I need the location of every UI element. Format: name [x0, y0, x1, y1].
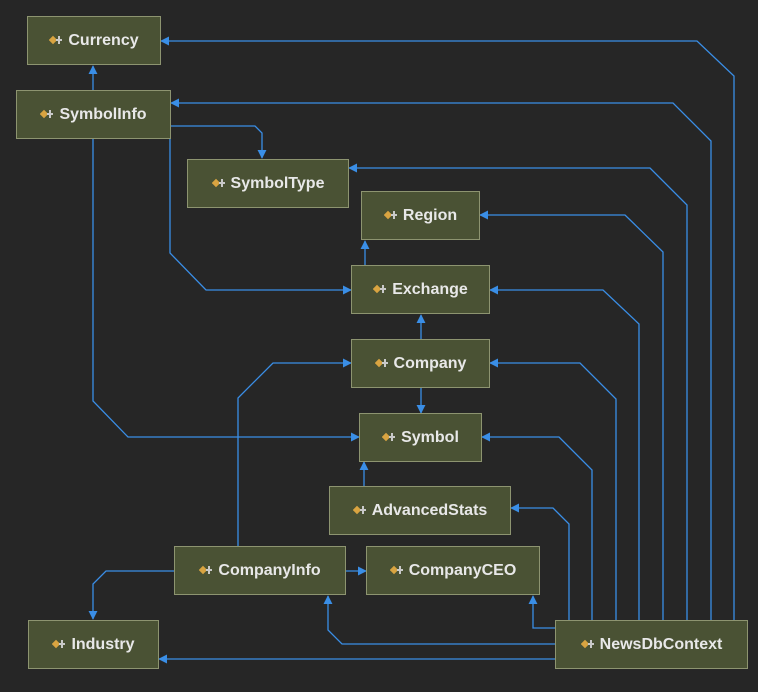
- node-company[interactable]: Company: [351, 339, 490, 388]
- class-icon: [49, 35, 63, 44]
- edge-news-symbolinfo: [170, 98, 712, 620]
- node-label: Company: [393, 354, 467, 372]
- edge-news-exchange: [489, 285, 640, 620]
- node-label: CompanyCEO: [408, 561, 517, 579]
- class-icon: [52, 639, 66, 648]
- edge-news-advancedstats: [510, 503, 570, 620]
- node-symbolinfo[interactable]: SymbolInfo: [16, 90, 171, 139]
- node-label: AdvancedStats: [371, 501, 488, 519]
- node-region[interactable]: Region: [361, 191, 480, 240]
- node-label: Symbol: [401, 428, 459, 446]
- class-icon: [199, 565, 213, 574]
- class-icon: [40, 109, 54, 118]
- class-icon: [580, 639, 594, 648]
- node-newsdbcontext[interactable]: NewsDbContext: [555, 620, 748, 669]
- node-companyceo[interactable]: CompanyCEO: [366, 546, 540, 595]
- node-symbol[interactable]: Symbol: [359, 413, 482, 462]
- node-label: SymbolInfo: [59, 105, 147, 123]
- node-label: Industry: [71, 635, 135, 653]
- edge-news-companyinfo: [323, 595, 555, 645]
- edge-companyinfo-industry: [88, 570, 174, 620]
- edge-news-company: [489, 358, 617, 620]
- edge-symbolinfo-exchange: [169, 139, 352, 295]
- node-industry[interactable]: Industry: [28, 620, 159, 669]
- edge-symbolinfo-symbol: [92, 139, 360, 442]
- node-currency[interactable]: Currency: [27, 16, 161, 65]
- edge-news-companyceo: [528, 595, 555, 629]
- class-icon: [389, 565, 403, 574]
- edge-news-symboltype: [348, 163, 688, 620]
- class-icon: [373, 284, 387, 293]
- node-label: Region: [402, 206, 458, 224]
- node-companyinfo[interactable]: CompanyInfo: [174, 546, 346, 595]
- node-label: Currency: [68, 31, 139, 49]
- edge-news-currency: [160, 36, 735, 620]
- node-label: NewsDbContext: [599, 635, 723, 653]
- class-icon: [352, 505, 366, 514]
- edge-news-symbol: [481, 432, 593, 620]
- edge-companyinfo-company: [237, 358, 352, 546]
- node-advancedstats[interactable]: AdvancedStats: [329, 486, 511, 535]
- class-icon: [374, 358, 388, 367]
- node-label: CompanyInfo: [218, 561, 321, 579]
- class-icon: [383, 210, 397, 219]
- node-symboltype[interactable]: SymbolType: [187, 159, 349, 208]
- node-label: Exchange: [392, 280, 468, 298]
- node-exchange[interactable]: Exchange: [351, 265, 490, 314]
- class-icon: [211, 178, 225, 187]
- edge-symbolinfo-symboltype: [171, 125, 267, 159]
- class-icon: [382, 432, 396, 441]
- edge-news-region: [479, 210, 664, 620]
- node-label: SymbolType: [230, 174, 325, 192]
